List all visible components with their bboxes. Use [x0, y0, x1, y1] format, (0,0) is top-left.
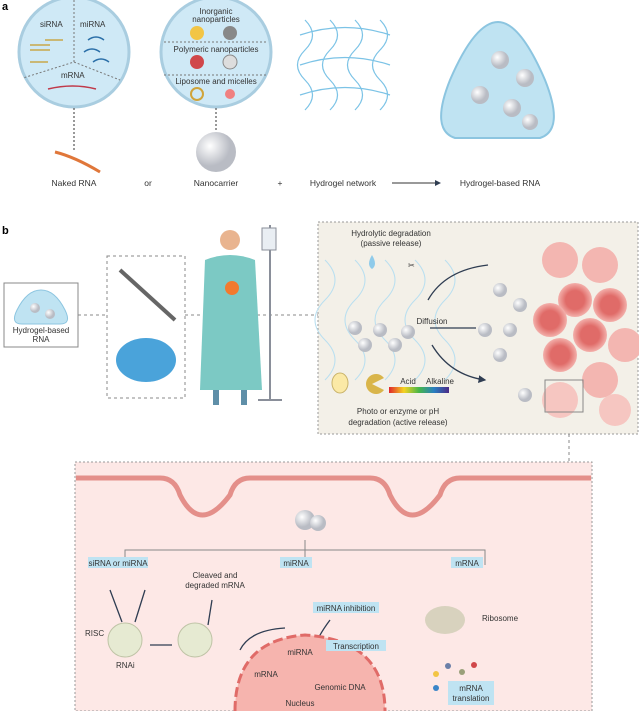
nanocarrier-icon — [196, 132, 236, 172]
translation-tag-2: translation — [453, 694, 490, 703]
ribosome-icon — [425, 606, 465, 634]
or-label: or — [144, 178, 152, 188]
light-bulb-icon — [331, 372, 349, 394]
mirna-inhibition-tag: miRNA inhibition — [317, 604, 376, 613]
ribosome-label: Ribosome — [482, 614, 519, 623]
mirna-icon — [83, 36, 110, 63]
hydrogel-based-rna-label: Hydrogel-based RNA — [460, 178, 541, 188]
cell-panel: siRNA or miRNA Cleaved and degraded mRNA… — [74, 461, 593, 711]
hydrogel-box-label-2: RNA — [33, 335, 51, 344]
alkaline-label: Alkaline — [426, 377, 455, 386]
hydrogel-rna-box: Hydrogel-based RNA — [3, 282, 79, 348]
cleaved-label-2: degraded mRNA — [185, 581, 245, 590]
rnai-label: RNAi — [116, 661, 135, 670]
tumor-cells — [533, 242, 639, 426]
genomic-dna-label: Genomic DNA — [314, 683, 366, 692]
naked-rna-label: Naked RNA — [52, 178, 97, 188]
scaffold-icon — [116, 338, 176, 382]
diffusion-label: Diffusion — [417, 317, 448, 326]
inorganic-label: Inorganic — [200, 7, 233, 16]
nucleus-mrna-label: mRNA — [254, 670, 278, 679]
nanocarrier-label: Nanocarrier — [194, 178, 239, 188]
ph-scale — [389, 387, 449, 393]
syringe-icon — [118, 268, 177, 322]
nucleus-mirna-label: miRNA — [287, 648, 313, 657]
sirna-mirna-tag: siRNA or miRNA — [88, 559, 148, 568]
liposome-label: Liposome and micelles — [175, 77, 256, 86]
plus-label: + — [278, 178, 283, 188]
release-panel: Hydrolytic degradation (passive release)… — [314, 221, 639, 435]
water-drop-icon — [369, 255, 375, 269]
patient-illustration — [200, 225, 282, 405]
passive-release-label: Hydrolytic degradation — [351, 229, 431, 238]
mrna-tag: mRNA — [455, 559, 479, 568]
nanocarrier-circle: Inorganic nanoparticles Polymeric nanopa… — [159, 0, 273, 109]
passive-release-label-2: (passive release) — [361, 239, 422, 248]
risc-icon — [107, 622, 143, 658]
nucleus-icon — [233, 633, 387, 711]
translation-tag: mRNA — [459, 684, 483, 693]
panel-a-letter: a — [2, 1, 9, 13]
hydrogel-rna-icon — [440, 20, 555, 139]
sirna-icon — [30, 39, 63, 63]
hydrogel-box-label: Hydrogel-based — [13, 326, 69, 335]
rna-types-circle: siRNA miRNA mRNA — [17, 0, 131, 109]
mirna-label: miRNA — [80, 20, 106, 29]
nanoparticles-label: nanoparticles — [192, 15, 240, 24]
active-release-label: Photo or enzyme or pH — [357, 407, 439, 416]
mrna-icon — [47, 85, 97, 90]
scissors-icon: ✂ — [408, 261, 415, 270]
cleaved-label: Cleaved and — [193, 571, 238, 580]
naked-rna-icon — [54, 150, 101, 174]
hydrogel-network-label: Hydrogel network — [310, 178, 377, 188]
acid-label: Acid — [400, 377, 416, 386]
enzyme-icon — [366, 374, 384, 395]
nucleus-label: Nucleus — [286, 699, 315, 708]
panel-b-letter: b — [2, 225, 9, 237]
risc-cleavage-icon — [177, 622, 213, 658]
mrna-label: mRNA — [61, 71, 85, 80]
hydrogel-network-icon — [296, 19, 391, 111]
sirna-label: siRNA — [40, 20, 63, 29]
polymeric-label: Polymeric nanoparticles — [174, 45, 259, 54]
mirna-tag: miRNA — [283, 559, 309, 568]
transcription-tag: Transcription — [333, 642, 379, 651]
risc-label: RISC — [85, 629, 104, 638]
active-release-label-2: degradation (active release) — [348, 418, 448, 427]
